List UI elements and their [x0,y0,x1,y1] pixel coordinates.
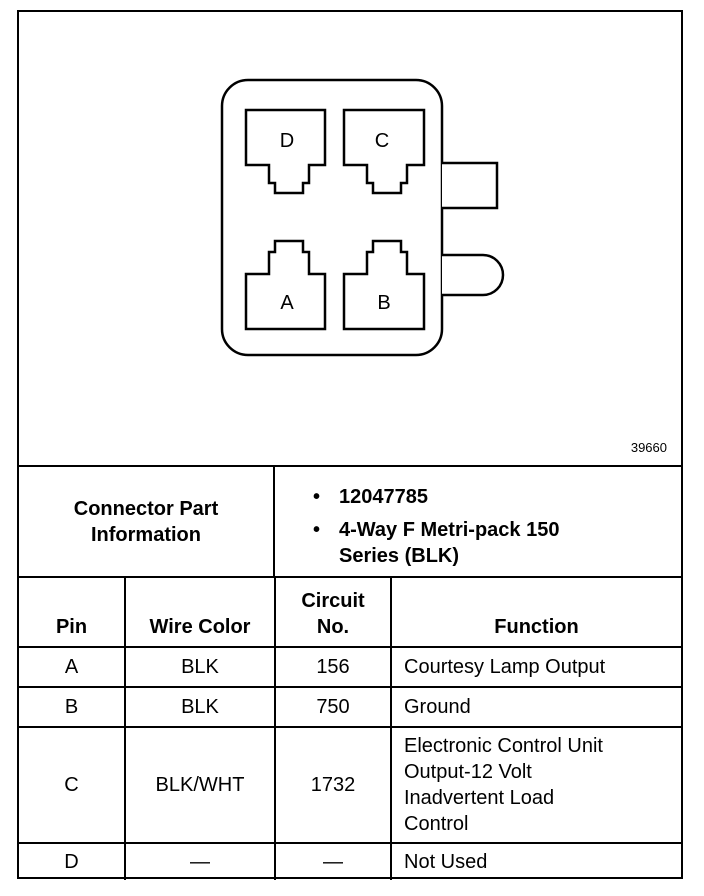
table-header-row: Pin Wire Color Circuit No. Function [19,578,681,648]
part-number-item: 12047785 [313,484,681,510]
cavity-a [244,239,327,331]
part-description-line1: 4-Way F Metri-pack 150 [339,519,560,541]
wire-color-cell: BLK [124,646,276,688]
header-wire-color: Wire Color [124,578,276,648]
table-row: A BLK 156 Courtesy Lamp Output [19,646,681,688]
header-circuit-line1: Circuit [301,590,365,612]
wire-color-cell: BLK/WHT [124,726,276,844]
pin-label-a: A [280,292,294,314]
part-info-values: 12047785 4-Way F Metri-pack 150 Series (… [275,467,681,576]
part-info-label-line2: Information [91,523,201,546]
circuit-cell: — [274,842,392,880]
function-line: Electronic Control Unit [404,735,603,757]
table-row: B BLK 750 Ground [19,686,681,728]
pin-label-b: B [377,292,390,314]
connector-sheet: D C A B 39660 Connector Part Information… [17,10,683,880]
latch-tab-rounded [442,253,505,297]
function-line: Output-12 Volt [404,761,532,783]
cavity-b [342,239,426,331]
header-circuit-no: Circuit No. [274,578,392,648]
function-line: Inadvertent Load [404,787,555,809]
part-description-item: 4-Way F Metri-pack 150 Series (BLK) [313,517,681,569]
function-cell: Ground [390,686,681,728]
pin-cell: B [19,686,126,728]
connector-diagram: D C A B 39660 [19,12,681,467]
circuit-cell: 156 [274,646,392,688]
function-cell: Electronic Control Unit Output-12 Volt I… [390,726,681,844]
connector-face-drawing: D C A B [220,78,505,357]
pin-table: Pin Wire Color Circuit No. Function A BL… [19,578,681,880]
cavity-d [244,108,327,195]
pin-label-c: C [375,130,389,152]
function-cell: Not Used [390,842,681,880]
header-function: Function [390,578,681,648]
part-info-label: Connector Part Information [19,467,275,576]
header-pin: Pin [19,578,126,648]
function-line: Control [404,813,469,835]
pin-cell: A [19,646,126,688]
part-description-line2: Series (BLK) [339,545,460,567]
part-info-label-line1: Connector Part [73,497,219,520]
table-row: D — — Not Used [19,842,681,880]
part-number: 12047785 [339,486,428,508]
pin-cell: C [19,726,126,844]
wire-color-cell: — [124,842,276,880]
connector-part-info: Connector Part Information 12047785 4-Wa… [19,467,681,578]
circuit-cell: 750 [274,686,392,728]
wire-color-cell: BLK [124,686,276,728]
table-row: C BLK/WHT 1732 Electronic Control Unit O… [19,726,681,844]
circuit-cell: 1732 [274,726,392,844]
pin-label-d: D [280,130,294,152]
function-cell: Courtesy Lamp Output [390,646,681,688]
pin-cell: D [19,842,126,880]
latch-tab-square [442,161,499,210]
header-circuit-line2: No. [316,616,350,638]
cavity-c [342,108,426,195]
figure-number: 39660 [630,440,667,455]
